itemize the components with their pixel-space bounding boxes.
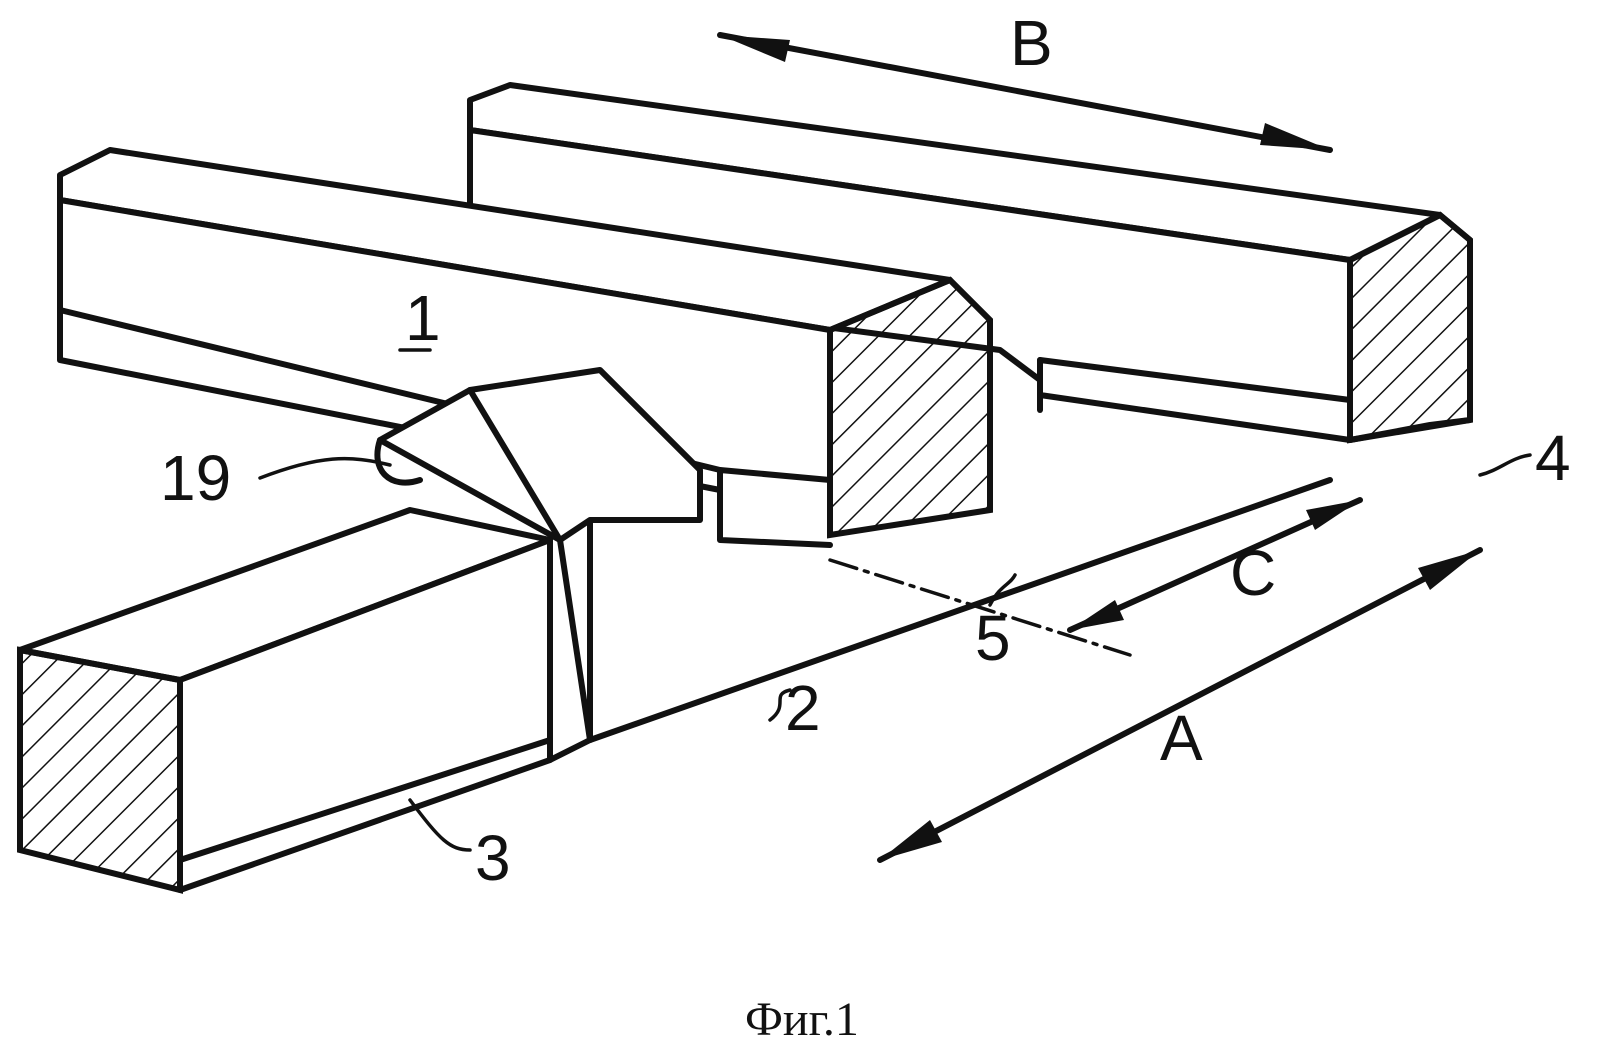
label-4: 4 xyxy=(1535,422,1571,494)
label-5: 5 xyxy=(975,602,1011,674)
label-19: 19 xyxy=(160,442,231,514)
label-b: B xyxy=(1010,7,1053,79)
label-c: C xyxy=(1230,537,1276,609)
figure-caption: Фиг.1 xyxy=(745,993,859,1046)
leader-19 xyxy=(260,459,390,478)
leader-4 xyxy=(1480,455,1530,475)
label-1: 1 xyxy=(405,282,441,354)
label-2: 2 xyxy=(785,672,821,744)
label-3: 3 xyxy=(475,822,511,894)
label-a: A xyxy=(1160,702,1203,774)
